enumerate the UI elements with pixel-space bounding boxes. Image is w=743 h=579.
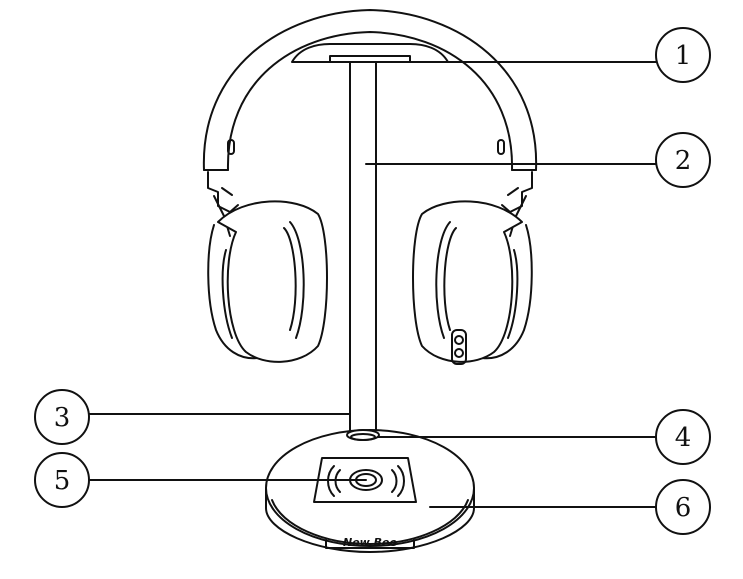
- brand-label: New Bee: [343, 536, 398, 549]
- headband: [202, 9, 538, 171]
- callout-label-6: 6: [675, 493, 692, 523]
- callout-circle-3: [34, 389, 90, 445]
- right-ear-cup: [412, 171, 533, 365]
- callout-circle-5: [34, 452, 90, 508]
- callout-label-1: 1: [675, 41, 692, 71]
- callout-circle-4: [655, 409, 711, 465]
- callout-circle-2: [655, 132, 711, 188]
- callout-label-3: 3: [54, 403, 71, 433]
- left-ear-cup: [207, 171, 328, 363]
- callout-circle-6: [655, 479, 711, 535]
- callout-circle-1: [655, 27, 711, 83]
- stand-pole: [349, 61, 377, 435]
- stand-top-cradle: [291, 43, 449, 63]
- callout-label-4: 4: [675, 423, 692, 453]
- callout-label-5: 5: [54, 466, 71, 496]
- callout-label-2: 2: [675, 146, 692, 176]
